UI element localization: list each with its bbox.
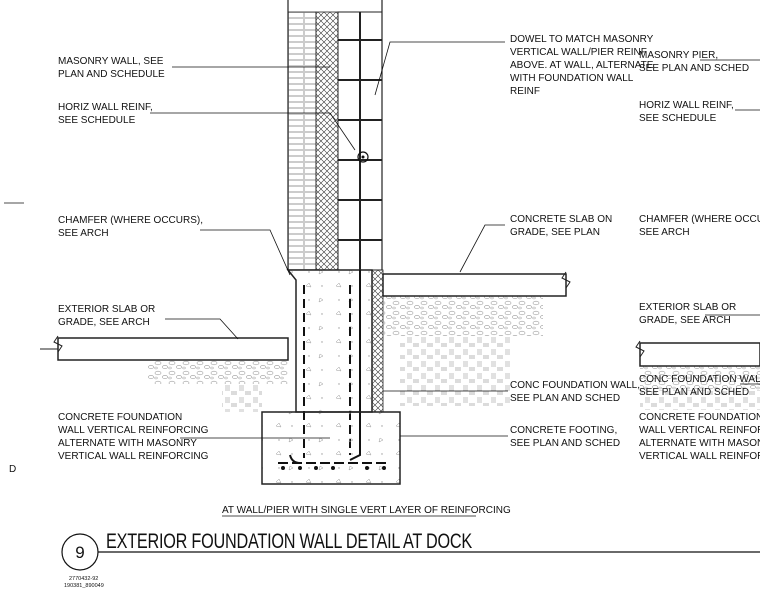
note-foundation-vert-1: CONCRETE FOUNDATION: [58, 412, 182, 423]
note-right-exterior-slab-2: GRADE, SEE ARCH: [639, 315, 731, 326]
note-slab-on-grade-2: GRADE, SEE PLAN: [510, 227, 600, 238]
note-right-foundation-vert-2: WALL VERTICAL REINFORCING: [639, 425, 760, 436]
note-horiz-reinf-2: SEE SCHEDULE: [58, 115, 136, 126]
note-dowel-3: ABOVE. AT WALL, ALTERNATE: [510, 60, 654, 71]
note-right-exterior-slab-1: EXTERIOR SLAB OR: [639, 302, 736, 313]
note-dowel-5: REINF: [510, 86, 540, 97]
masonry-wall: [287, 0, 383, 271]
right-notes: MASONRY PIER, SEE PLAN AND SCHED HORIZ W…: [639, 50, 760, 462]
note-right-foundation-vert-4: VERTICAL WALL REINFORCING: [639, 451, 760, 462]
note-foundation-vert-4: VERTICAL WALL REINFORCING: [58, 451, 209, 462]
soil-and-gravel: [148, 296, 760, 412]
note-horiz-reinf-1: HORIZ WALL REINF,: [58, 102, 153, 113]
leader-lines: [150, 41, 760, 439]
concrete-footing: [261, 411, 401, 485]
note-chamfer-2: SEE ARCH: [58, 228, 109, 239]
reference-code-1: 2770432-92: [69, 576, 98, 582]
note-right-foundation-vert-3: ALTERNATE WITH MASONRY: [639, 438, 760, 449]
note-dowel-2: VERTICAL WALL/PIER REINF: [510, 47, 647, 58]
note-conc-foundation-wall-1: CONC FOUNDATION WALL,: [510, 380, 640, 391]
note-foundation-vert-2: WALL VERTICAL REINFORCING: [58, 425, 209, 436]
note-right-horiz-reinf-2: SEE SCHEDULE: [639, 113, 717, 124]
note-masonry-wall-2: PLAN AND SCHEDULE: [58, 69, 165, 80]
detail-subtitle: AT WALL/PIER WITH SINGLE VERT LAYER OF R…: [222, 505, 511, 516]
reference-code-2: 190381_890049: [64, 583, 104, 589]
note-dowel-1: DOWEL TO MATCH MASONRY: [510, 34, 654, 45]
note-foundation-vert-3: ALTERNATE WITH MASONRY: [58, 438, 197, 449]
note-masonry-pier-1: MASONRY PIER,: [639, 50, 718, 61]
slab-on-grade: [382, 271, 571, 297]
note-conc-footing-1: CONCRETE FOOTING,: [510, 425, 617, 436]
center-notes: DOWEL TO MATCH MASONRY VERTICAL WALL/PIE…: [510, 34, 654, 449]
note-slab-on-grade-1: CONCRETE SLAB ON: [510, 214, 612, 225]
note-chamfer-1: CHAMFER (WHERE OCCURS),: [58, 215, 203, 226]
note-right-conc-foundation-wall-1: CONC FOUNDATION WALL,: [639, 374, 760, 385]
note-conc-foundation-wall-2: SEE PLAN AND SCHED: [510, 393, 620, 404]
note-right-horiz-reinf-1: HORIZ WALL REINF,: [639, 100, 734, 111]
exterior-slab-right: [635, 340, 760, 367]
title-block: 9 EXTERIOR FOUNDATION WALL DETAIL AT DOC…: [61, 530, 760, 589]
side-letter: D: [9, 464, 16, 475]
note-right-conc-foundation-wall-2: SEE PLAN AND SCHED: [639, 387, 749, 398]
note-exterior-slab-1: EXTERIOR SLAB OR: [58, 304, 155, 315]
exterior-slab: [40, 335, 289, 361]
note-masonry-pier-2: SEE PLAN AND SCHED: [639, 63, 749, 74]
note-conc-footing-2: SEE PLAN AND SCHED: [510, 438, 620, 449]
horiz-reinf-symbol: [357, 151, 369, 163]
detail-title: EXTERIOR FOUNDATION WALL DETAIL AT DOCK: [106, 530, 472, 553]
note-exterior-slab-2: GRADE, SEE ARCH: [58, 317, 150, 328]
left-notes: MASONRY WALL, SEE PLAN AND SCHEDULE HORI…: [58, 56, 209, 462]
note-right-chamfer-1: CHAMFER (WHERE OCCURS),: [639, 214, 760, 225]
note-masonry-wall-1: MASONRY WALL, SEE: [58, 56, 164, 67]
note-right-chamfer-2: SEE ARCH: [639, 227, 690, 238]
note-right-foundation-vert-1: CONCRETE FOUNDATION: [639, 412, 760, 423]
detail-number: 9: [75, 543, 84, 562]
note-dowel-4: WITH FOUNDATION WALL: [510, 73, 634, 84]
